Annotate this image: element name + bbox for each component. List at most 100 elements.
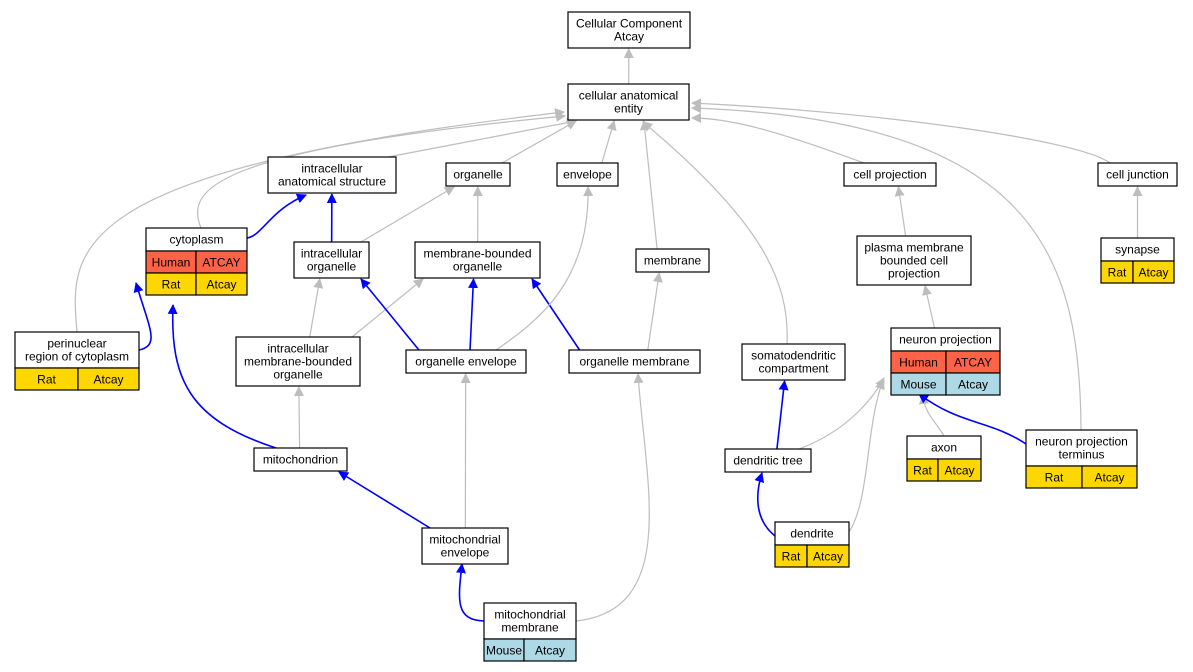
edge-neuronproj-to-pmbcp [922, 285, 936, 329]
node-axon-title-line-0: axon [931, 441, 957, 455]
node-membrane[interactable]: membrane [635, 248, 710, 273]
edge-perinuclear-to-cae [74, 108, 565, 333]
node-celljunction-label-box [1097, 162, 1178, 187]
node-root-title-line-1: Atcay [614, 30, 644, 44]
node-membrane-title-line-0: membrane [644, 254, 702, 268]
node-dendtree-label-box [724, 448, 812, 473]
edge-npt-to-cae [691, 103, 1082, 431]
edge-imbo-to-mbo [351, 278, 424, 338]
node-neuronproj-row-1-cell-1: Atcay [958, 378, 988, 392]
node-mitomem-title-line-1: membrane [501, 621, 559, 635]
edge-orgenv-to-envelope [495, 186, 594, 351]
node-mitoenv-label-box [421, 527, 509, 565]
node-imbo-title-line-1: membrane-bounded [244, 355, 352, 369]
node-npt-title-line-1: terminus [1058, 448, 1104, 462]
edge-mito-to-cytoplasm [167, 304, 277, 449]
node-imbo-title-line-2: organelle [273, 368, 323, 382]
node-mbo-title-line-0: membrane-bounded [423, 247, 531, 261]
edge-somato-to-cae [642, 121, 788, 345]
node-organelle-label-box [445, 162, 511, 187]
node-imbo-label-box [235, 336, 361, 387]
node-axon-row-0-cell-0: Rat [913, 464, 932, 478]
edge-dendtree-to-neuronproj [798, 377, 885, 450]
node-perinuclear-title-line-1: region of cytoplasm [25, 350, 129, 364]
node-neuronproj-row-0-cell-1: ATCAY [954, 356, 992, 370]
node-dendtree-title-line-0: dendritic tree [733, 454, 803, 468]
node-orgenv-label-box [405, 349, 527, 374]
node-root-title-line-0: Cellular Component [576, 17, 683, 31]
node-npt-title-line-0: neuron projection [1035, 435, 1128, 449]
node-cae-title-line-1: entity [614, 102, 643, 116]
edge-dendtree-to-somato [776, 380, 789, 450]
edge-axon-to-neuronproj [918, 394, 945, 437]
node-cytoplasm-row-1-cell-1-bg [195, 272, 248, 296]
node-npt-row-0-cell-1-bg [1081, 465, 1138, 489]
node-cytoplasm-row-0-cell-1: ATCAY [202, 256, 240, 270]
node-dendrite-row-0-cell-1: Atcay [813, 550, 843, 564]
node-envelope[interactable]: envelope [556, 162, 619, 187]
node-dendrite-title-line-0: dendrite [790, 527, 834, 541]
node-mitomem-row-0-cell-0: Mouse [486, 644, 522, 658]
node-mito-title-line-0: mitochondrion [263, 453, 338, 467]
node-neuronproj-title-line-0: neuron projection [899, 333, 992, 347]
node-organelle[interactable]: organelle [445, 162, 511, 187]
node-axon-row-0-cell-1: Atcay [944, 464, 974, 478]
node-orgenv[interactable]: organelle envelope [405, 349, 527, 374]
edge-npt-to-neuronproj [918, 393, 1027, 445]
node-orgmem-title-line-0: organelle membrane [579, 355, 689, 369]
node-dendtree[interactable]: dendritic tree [724, 448, 812, 473]
node-mbo-label-box [414, 241, 541, 279]
node-ias-title-line-0: intracellular [301, 162, 362, 176]
edge-orgmem-to-membrane [647, 272, 663, 351]
node-perinuclear-row-0-cell-0: Rat [37, 373, 56, 387]
node-somato-title-line-1: compartment [758, 362, 829, 376]
node-perinuclear-row-0-cell-1: Atcay [93, 373, 123, 387]
node-cellproj[interactable]: cell projection [843, 162, 937, 187]
node-orgmem[interactable]: organelle membrane [568, 349, 701, 374]
edge-orgenv-to-mbo [468, 278, 479, 351]
node-synapse-title-line-0: synapse [1115, 243, 1160, 257]
node-dendrite-row-0-cell-1-bg [806, 544, 850, 568]
node-orgenv-title-line-0: organelle envelope [415, 355, 517, 369]
node-imbo-title-line-0: intracellular [267, 342, 328, 356]
node-somato-label-box [741, 343, 846, 381]
node-neuronproj-row-0-cell-0: Human [899, 356, 938, 370]
node-npt-row-0-cell-1: Atcay [1094, 471, 1124, 485]
edge-envelope-to-cae [601, 120, 617, 164]
node-perinuclear-label-box [14, 331, 140, 369]
node-cae-title-line-0: cellular anatomical [579, 89, 678, 103]
node-membrane-label-box [635, 248, 710, 273]
edge-cellproj-to-cae [691, 113, 865, 164]
node-synapse-row-0-cell-0: Rat [1108, 266, 1127, 280]
edge-cytoplasm-to-ias [246, 193, 307, 239]
node-axon-row-0-cell-1-bg [937, 458, 982, 482]
node-cellproj-label-box [843, 162, 937, 187]
node-ias-label-box [267, 156, 397, 194]
edge-mitoenv-to-mito [338, 471, 431, 529]
node-mitomem-row-0-cell-1-bg [523, 638, 577, 662]
edge-celljunction-to-cae [691, 98, 1111, 164]
node-intraorg-label-box [293, 241, 370, 279]
node-pmbcp-title-line-1: bounded cell [880, 254, 948, 268]
node-celljunction[interactable]: cell junction [1097, 162, 1178, 187]
node-mito[interactable]: mitochondrion [253, 447, 348, 472]
